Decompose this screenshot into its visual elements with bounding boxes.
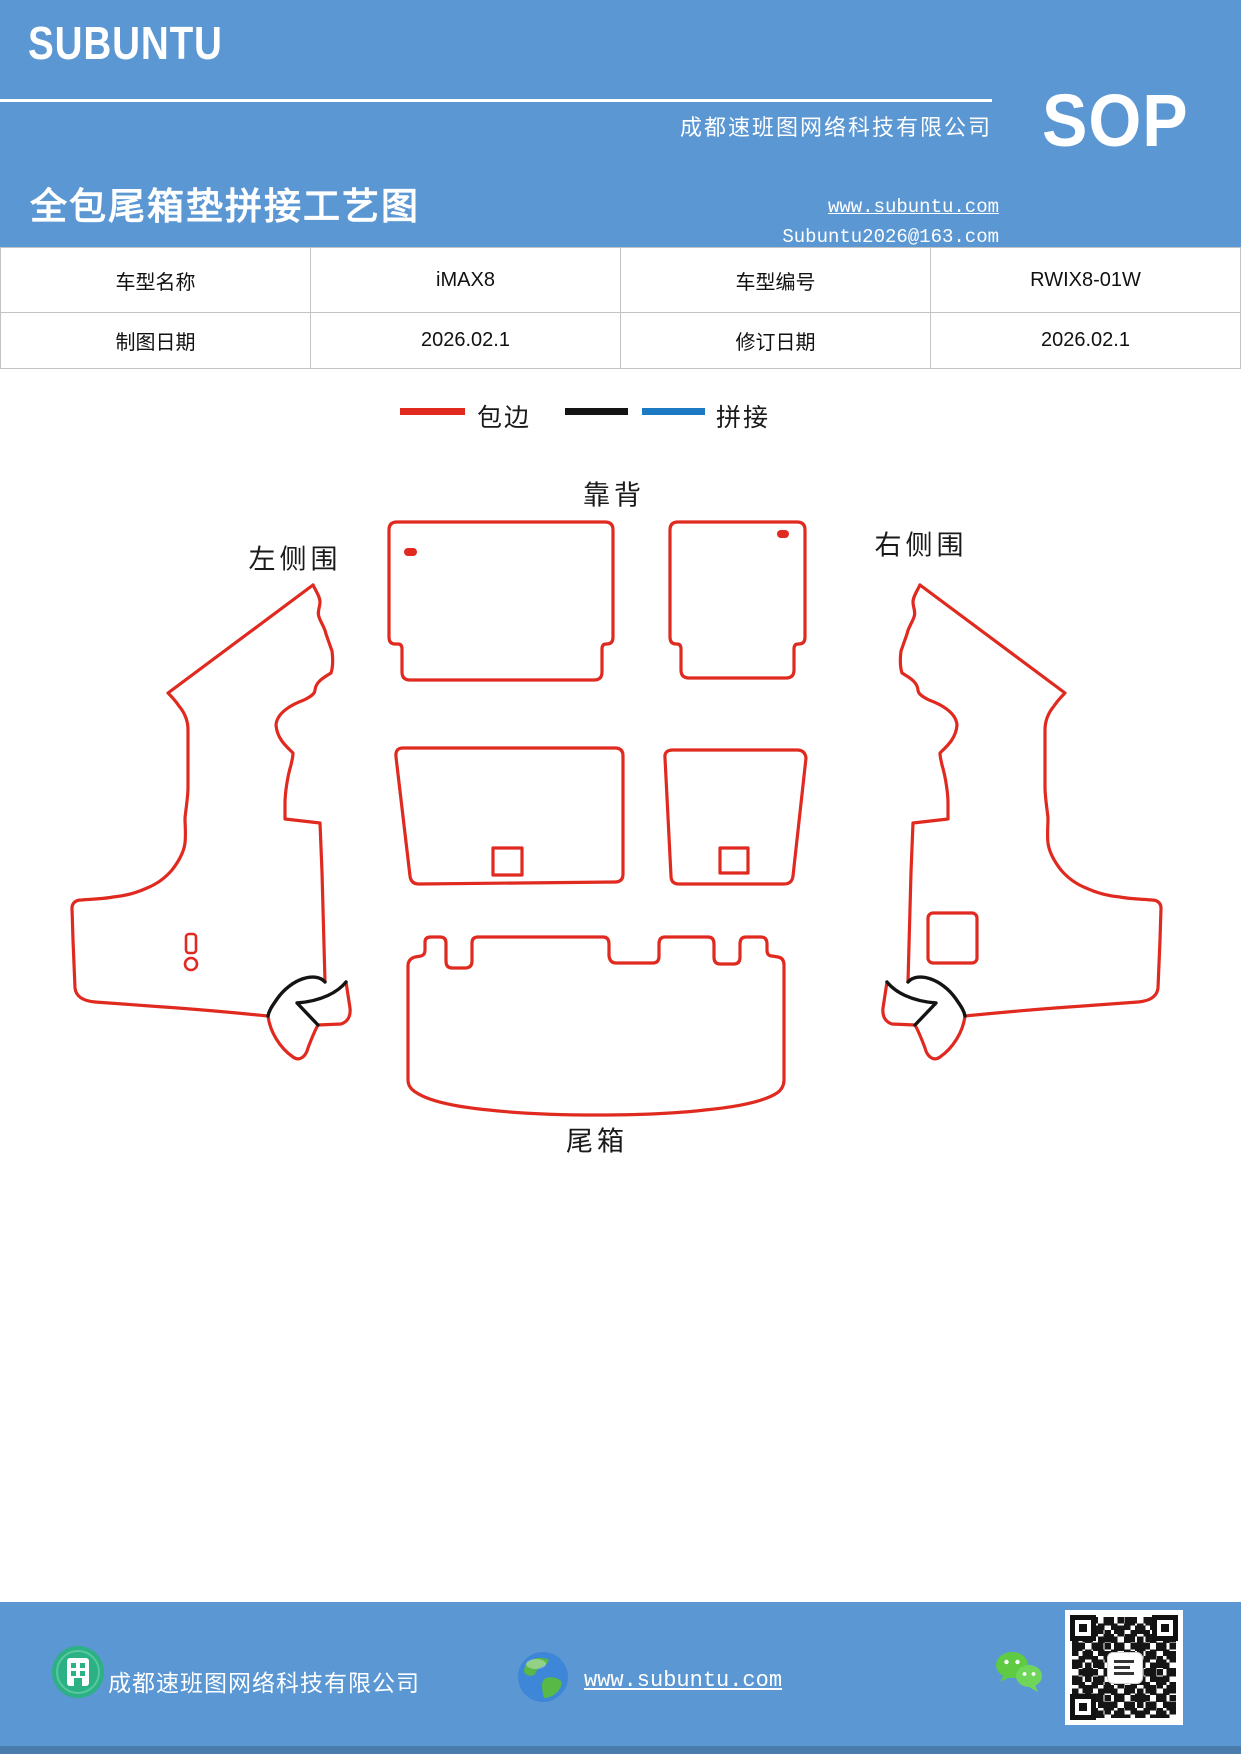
middle-left-outline [394,746,625,886]
middle-right-outline [663,748,808,886]
backrest-right-dot [777,530,789,538]
trunk-label: 尾箱 [566,1126,628,1157]
table-row: 车型名称 iMAX8 车型编号 RWIX8-01W [0,247,1241,313]
qr-center-logo [1107,1652,1143,1684]
left-flap-quad-edge [316,980,352,1027]
backrest-label: 靠背 [583,480,645,511]
model-name-value: iMAX8 [310,247,621,313]
splice-black-swatch [565,408,628,415]
right-flap-quad-edge [881,980,917,1027]
table-row: 制图日期 2026.02.1 修订日期 2026.02.1 [0,312,1241,369]
right-splice-chevron [885,980,938,1027]
edge-legend-label: 包边 [477,404,532,432]
wechat-icon [996,1652,1042,1692]
building-icon [52,1646,104,1698]
model-code-value: RWIX8-01W [930,247,1241,313]
revise-date-value: 2026.02.1 [930,312,1241,369]
left-side-outline-main [70,583,315,1018]
right-splice-arc [906,975,967,1018]
backrest-left-dot [404,548,417,556]
left-side-outline-right [274,583,335,984]
sop-label: SOP [1042,79,1189,162]
edge-color-swatch [400,408,465,415]
right-flap-triangle-edge [913,1014,967,1061]
right-side-label: 右侧围 [874,530,968,561]
trunk-outline [406,935,786,1117]
left-side-label: 左侧围 [248,544,342,575]
footer-bottom-strip [0,1746,1241,1754]
qr-code [1065,1610,1183,1725]
left-splice-chevron [295,980,348,1027]
left-splice-arc [266,975,327,1018]
middle-right-cutout [718,846,750,875]
draw-date-label: 制图日期 [0,312,311,369]
brand-logo: SUBUNTU [28,17,223,69]
qr-finder-top-left [1070,1615,1096,1641]
backrest-left-outline [387,520,615,682]
splice-legend-label: 拼接 [716,404,771,432]
left-flap-triangle-edge [266,1014,320,1061]
model-name-label: 车型名称 [0,247,311,313]
footer-company-name: 成都速班图网络科技有限公司 [108,1671,420,1696]
middle-left-cutout [491,846,524,877]
header-website-link[interactable]: www.subuntu.com [827,196,999,218]
right-side-outline-left [898,583,959,984]
header-company-name: 成都速班图网络科技有限公司 [679,115,992,140]
page-title: 全包尾箱垫拼接工艺图 [30,187,420,228]
footer-website-link[interactable]: www.subuntu.com [584,1668,783,1693]
left-slit-mark [184,932,198,955]
model-code-label: 车型编号 [620,247,931,313]
revise-date-label: 修订日期 [620,312,931,369]
left-hole-mark [183,956,199,972]
backrest-right-outline [668,520,807,680]
right-window-cutout [926,911,979,965]
qr-finder-bottom-left [1070,1694,1096,1720]
qr-finder-top-right [1152,1615,1178,1641]
header-email: Subuntu2026@163.com [782,226,999,248]
vehicle-info-table: 车型名称 iMAX8 车型编号 RWIX8-01W 制图日期 2026.02.1… [0,247,1241,369]
draw-date-value: 2026.02.1 [310,312,621,369]
globe-icon [518,1652,568,1702]
splice-blue-swatch [642,408,705,415]
header-banner [0,0,1241,247]
header-divider-line [0,99,992,102]
right-side-outline-main [918,583,1163,1018]
